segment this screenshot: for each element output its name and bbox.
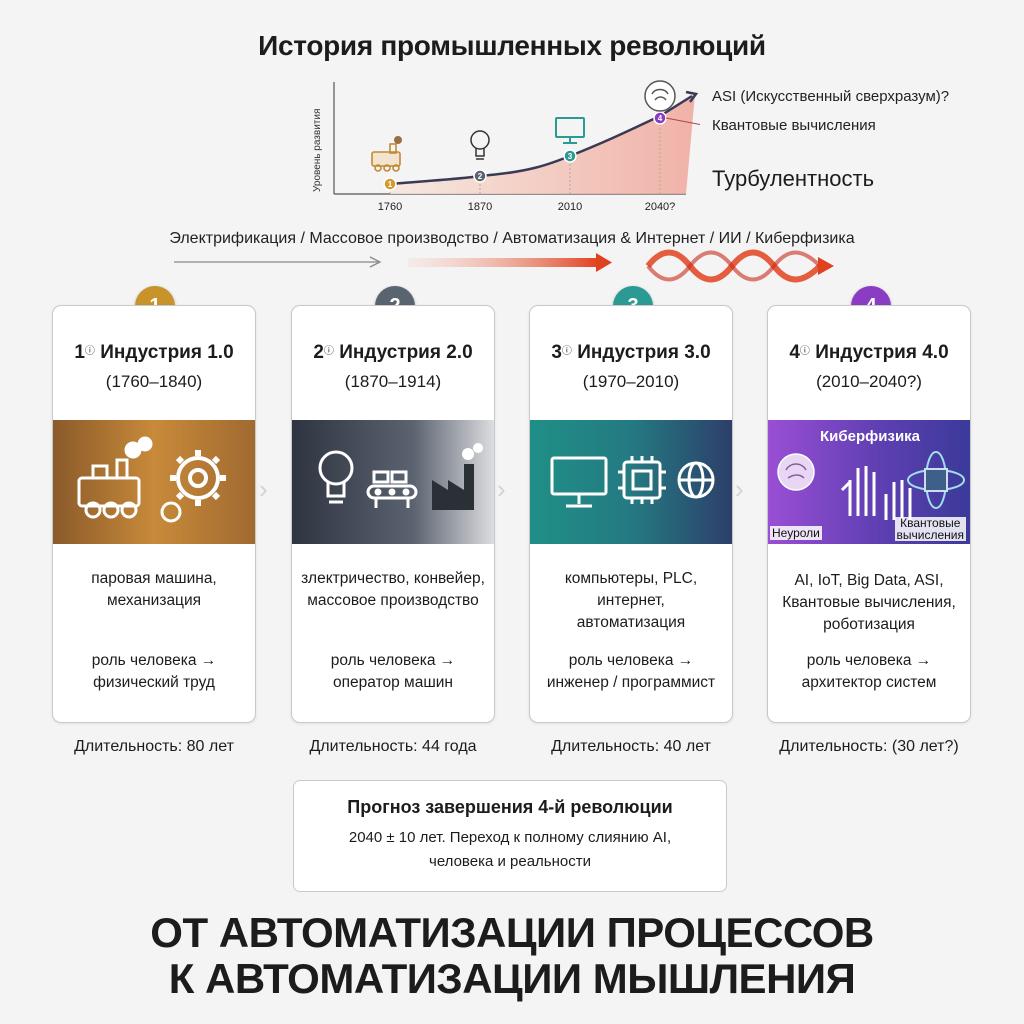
card-4-title-num: 4 <box>789 342 800 363</box>
card-4-illustration: Киберфизика Неуроли Квантовые вычисления <box>768 420 970 544</box>
label-quantum: Квантовые вычисления <box>712 117 876 134</box>
growth-area <box>390 94 695 194</box>
label-asi: ASI (Искусственный сверхразум)? <box>712 88 950 105</box>
lightbulb-icon <box>470 130 490 160</box>
locomotive-icon <box>77 436 153 519</box>
chart-marker-4: 4 <box>653 111 667 125</box>
card-2-duration: Длительность: 44 года <box>309 738 477 755</box>
info-icon: ⓘ <box>561 346 572 357</box>
forecast-text: 2040 ± 10 лет. Переход к полному слиянию… <box>348 829 672 870</box>
eras-caption: Электрификация / Массовое производство /… <box>169 230 855 247</box>
marker-1-label: 1 <box>388 180 393 189</box>
chart-marker-3: 3 <box>563 149 577 163</box>
info-icon: ⓘ <box>323 346 334 357</box>
forecast-box: Прогноз завершения 4-й революции 2040 ± … <box>293 780 727 892</box>
card-4-duration: Длительность: (30 лет?) <box>779 738 959 755</box>
globe-icon <box>677 461 715 499</box>
page-title: История промышленных революций <box>258 30 766 61</box>
card-1-role: роль человека → физический труд <box>91 652 217 691</box>
card-4-band-right: Квантовые вычисления <box>894 516 966 542</box>
info-icon: ⓘ <box>84 346 95 357</box>
card-1-title: Индустрия 1.0 <box>100 342 234 363</box>
card-3-desc: компьютеры, PLC, интернет, автоматизация <box>564 570 698 631</box>
chart-ylabel: Уровень развития <box>312 92 326 192</box>
industry-3-card: 3ⓘ Индустрия 3.0 (1970–2010) ком <box>529 305 733 723</box>
arrow-red-icon <box>408 253 612 272</box>
lightbulb-icon <box>318 450 354 504</box>
robot-hand-icon <box>840 466 912 520</box>
chip-icon <box>618 456 666 504</box>
factory-icon <box>432 443 483 510</box>
card-2-illustration <box>292 420 494 544</box>
card-3-illustration <box>530 420 732 544</box>
monitor-icon <box>550 456 608 508</box>
card-2-title-num: 2 <box>313 342 324 363</box>
card-1-title-row: 1ⓘ Индустрия 1.0 <box>53 342 255 364</box>
card-2-title: Индустрия 2.0 <box>339 342 473 363</box>
year-label-3: 2010 <box>558 201 582 213</box>
chevron-right-icon: › <box>497 474 506 504</box>
card-1-title-num: 1 <box>74 342 85 363</box>
card-2-desc: злектричество, конвейер, массовое произв… <box>301 570 485 609</box>
card-4-desc: AI, IoT, Big Data, ASI, Квантовые вычисл… <box>782 572 956 633</box>
monitor-icon <box>555 117 585 144</box>
card-1-duration: Длительность: 80 лет <box>74 738 234 755</box>
arrow-wave-icon <box>645 249 834 283</box>
info-icon: ⓘ <box>799 346 810 357</box>
card-3-role: роль человека → инженер / программист <box>546 652 716 691</box>
brain-icon <box>644 80 676 112</box>
industry-4-card: 4ⓘ Индустрия 4.0 (2010–2040?) Киберфизик… <box>767 305 971 723</box>
chevron-right-icon: › <box>259 474 268 504</box>
chart-ylabel-text: Уровень развития <box>312 108 323 192</box>
steam-engine-icon <box>371 136 402 172</box>
card-3-years: (1970–2010) <box>582 372 680 391</box>
gear-icon <box>160 450 226 523</box>
slogan: ОТ АВТОМАТИЗАЦИИ ПРОЦЕССОВ К АВТОМАТИЗАЦ… <box>150 909 874 1002</box>
card-3-title-row: 3ⓘ Индустрия 3.0 <box>530 342 732 364</box>
year-label-2: 1870 <box>468 201 492 213</box>
forecast-title: Прогноз завершения 4-й революции <box>347 797 673 817</box>
brain-icon <box>777 453 815 491</box>
marker-3-label: 3 <box>568 152 573 161</box>
card-2-title-row: 2ⓘ Индустрия 2.0 <box>292 342 494 364</box>
growth-curve <box>389 94 693 186</box>
card-4-title-row: 4ⓘ Индустрия 4.0 <box>768 342 970 364</box>
card-4-title: Индустрия 4.0 <box>815 342 949 363</box>
card-4-role: роль человека → архитектор систем <box>801 652 937 691</box>
card-4-band-left: Неуроли <box>770 526 822 540</box>
industry-2-card: 2ⓘ Индустрия 2.0 (1870–1914) злектричест… <box>291 305 495 723</box>
industry-1-card: 1ⓘ Индустрия 1.0 (1760–1840) <box>52 305 256 723</box>
curve-arrow-icon <box>685 90 699 103</box>
year-label-4: 2040? <box>645 201 676 213</box>
marker-4-label: 4 <box>658 114 663 123</box>
card-2-years: (1870–1914) <box>344 372 442 391</box>
chart-marker-2: 2 <box>473 169 487 183</box>
card-2-role: роль человека → оператор машин <box>330 652 456 691</box>
label-turbulence: Турбулентность <box>712 166 875 191</box>
card-4-years: (2010–2040?) <box>816 372 922 391</box>
card-1-desc: паровая машина, механизация <box>91 570 217 609</box>
evolution-arrows <box>174 249 834 283</box>
year-label-1: 1760 <box>378 201 402 213</box>
card-1-years: (1760–1840) <box>105 372 203 391</box>
chart-marker-1: 1 <box>383 177 397 191</box>
card-3-duration: Длительность: 40 лет <box>551 738 711 755</box>
card-4-band-title: Киберфизика <box>820 428 921 445</box>
conveyor-icon <box>366 470 418 508</box>
quantum-cube-icon <box>907 451 965 509</box>
marker-2-label: 2 <box>478 172 483 181</box>
chevron-right-icon: › <box>735 474 744 504</box>
card-3-title-num: 3 <box>551 342 562 363</box>
arrow-gray-icon <box>174 256 382 268</box>
card-1-illustration <box>53 420 255 544</box>
progress-chart: 1 2 3 4 1760 1870 2010 2040? <box>333 80 700 213</box>
card-3-title: Индустрия 3.0 <box>577 342 711 363</box>
